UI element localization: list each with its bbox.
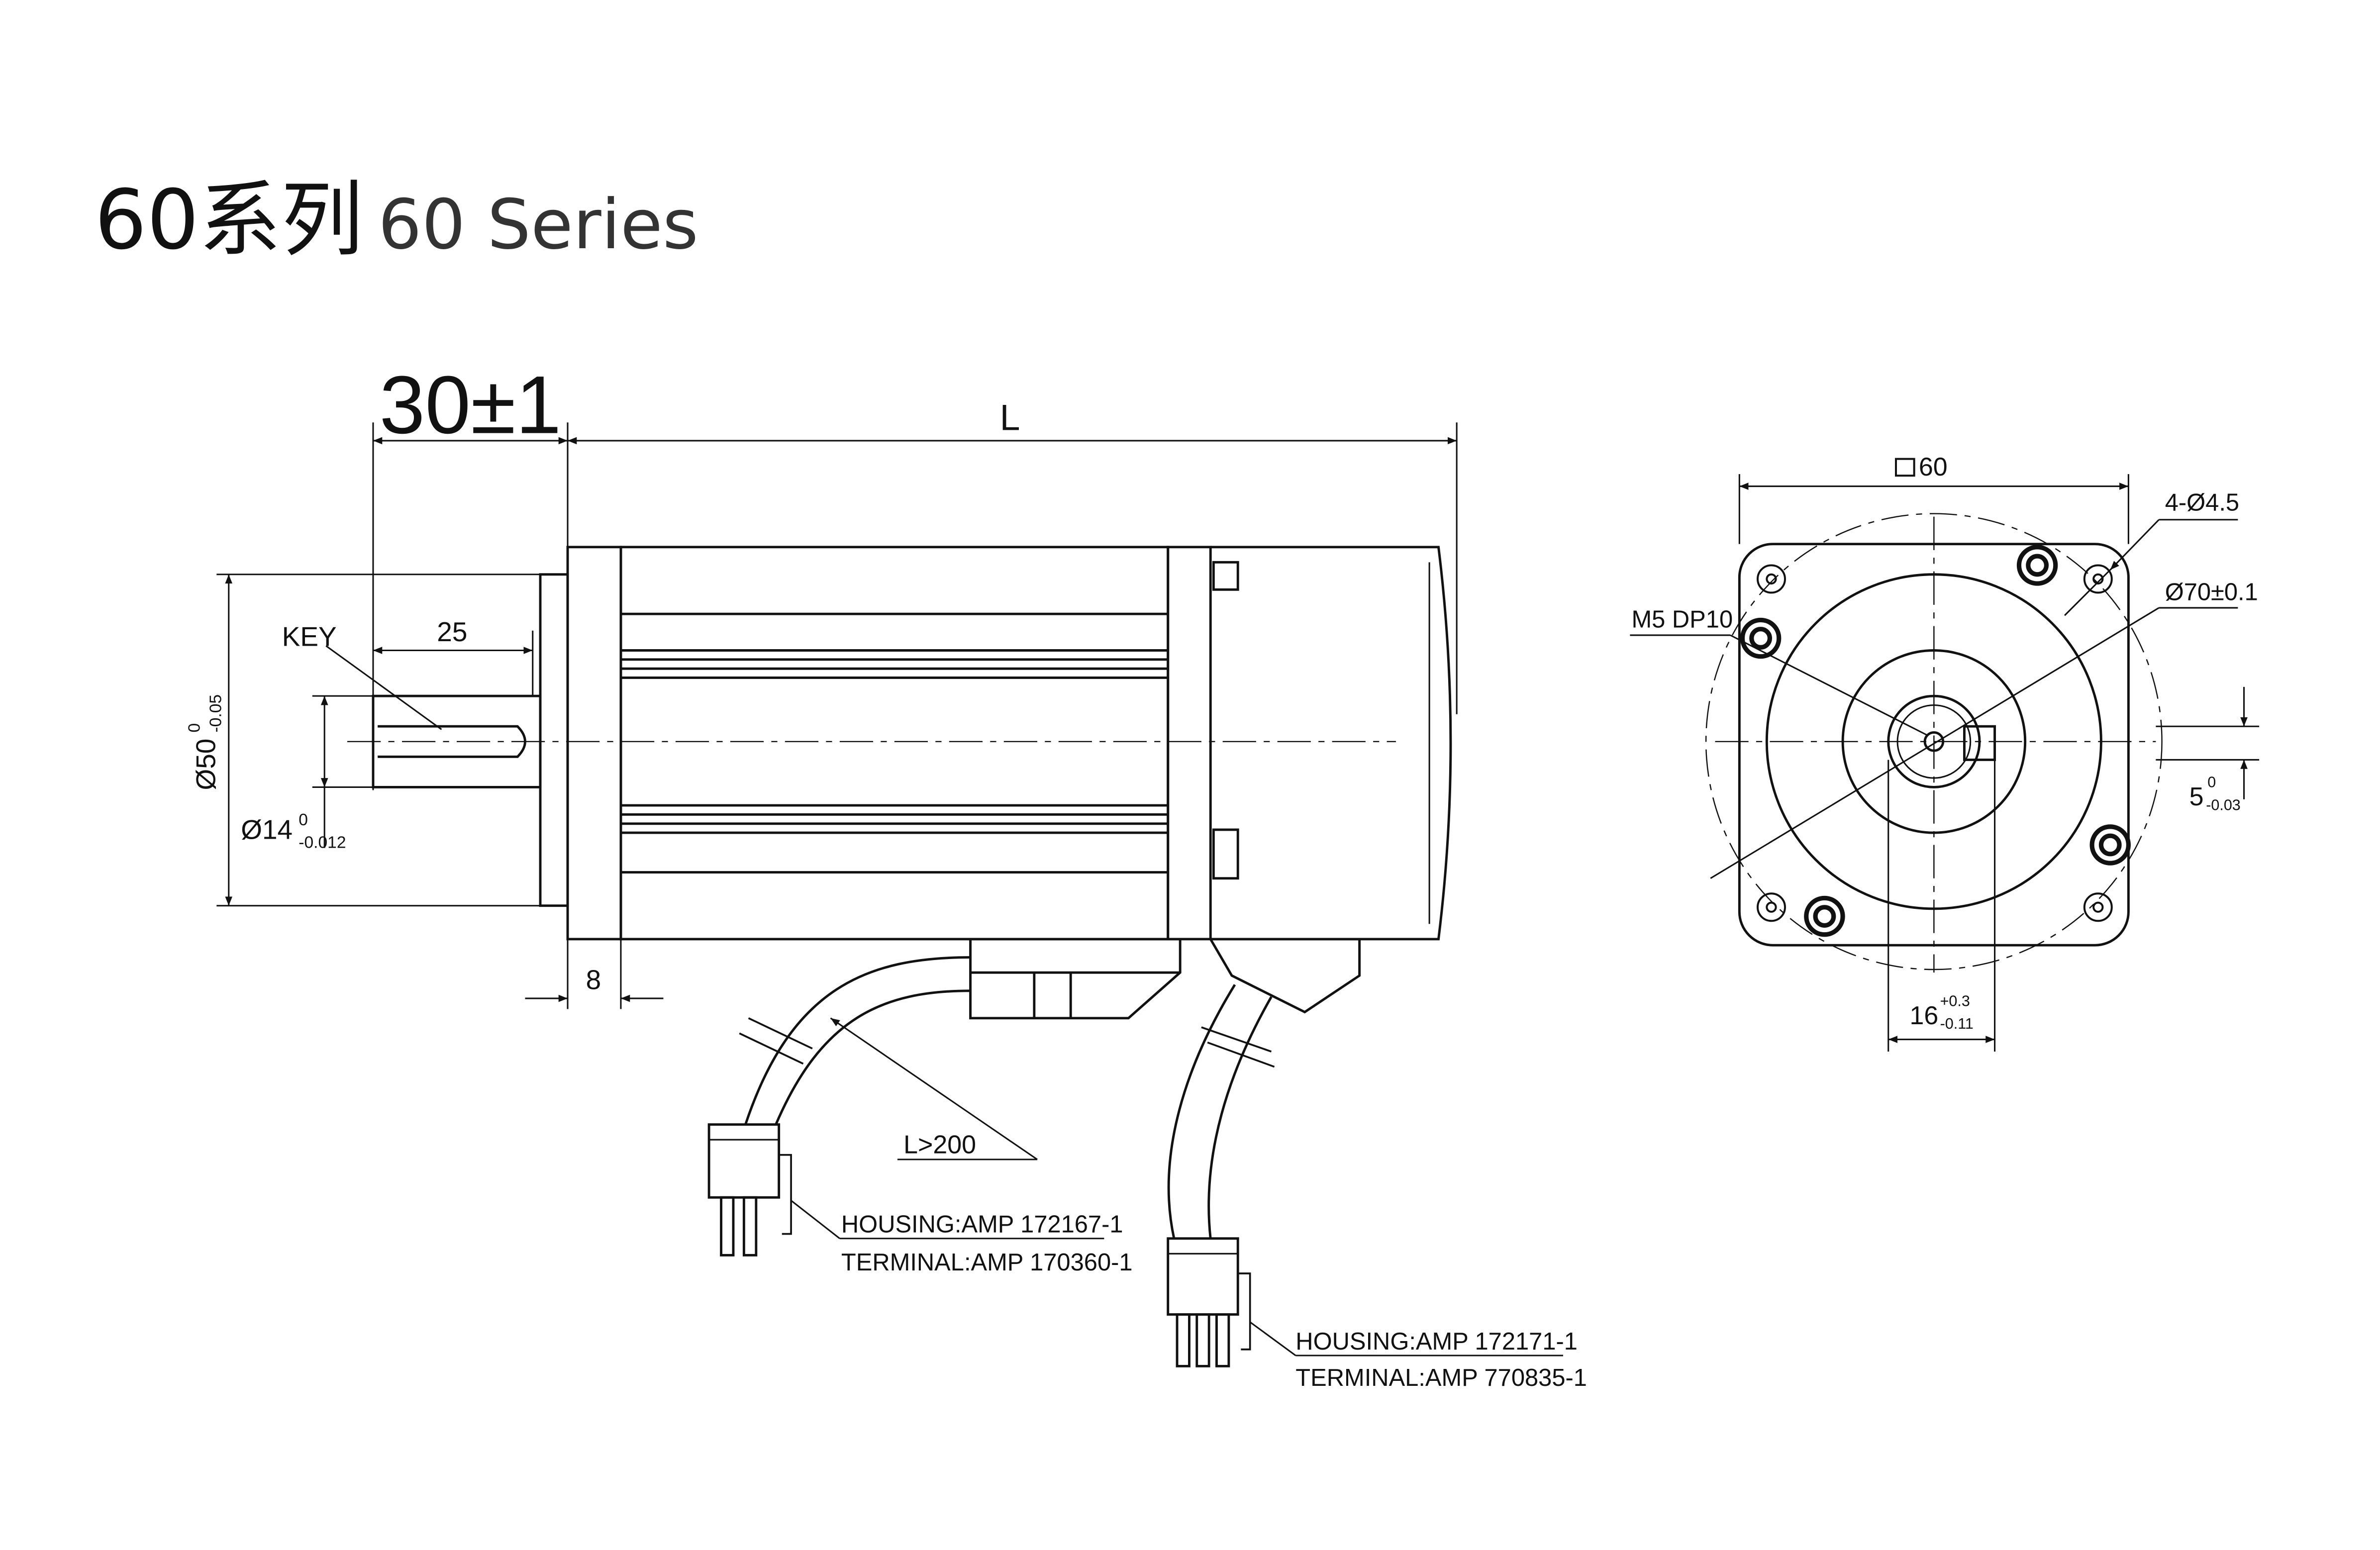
threaded-holes <box>1740 545 2131 937</box>
key-label: KEY <box>282 621 337 652</box>
connector1-terminal: TERMINAL:AMP 170360-1 <box>841 1249 1133 1276</box>
dim-shaft-diameter: Ø14 <box>241 814 293 845</box>
shaft-inner <box>1896 704 1972 779</box>
title-english: 60 Series <box>378 185 698 265</box>
dim-key-length: 25 <box>437 616 467 647</box>
connector-1 <box>707 1123 792 1257</box>
connector2-terminal: TERMINAL:AMP 770835-1 <box>1295 1364 1587 1391</box>
motor-body <box>619 546 1170 941</box>
connector-2 <box>1167 1237 1251 1367</box>
dim-shaft-diameter-lower: -0.012 <box>298 834 346 852</box>
dim-body-length: L <box>1000 397 1020 438</box>
dim-key-width-lower: -0.03 <box>2206 796 2241 813</box>
dimension-lines <box>216 422 1563 1356</box>
dim-flange-diameter-group: Ø50 0 -0.05 <box>186 694 225 790</box>
front-view-labels: 60 4-Ø4.5 Ø70±0.1 M5 DP10 5 0 -0.03 16 +… <box>1631 453 2258 1032</box>
shaft-key <box>1963 725 1996 761</box>
dim-pcd: Ø70±0.1 <box>2165 579 2258 606</box>
dim-flange-diameter-lower: -0.05 <box>207 694 225 733</box>
dim-square: 60 <box>1919 453 1948 482</box>
dim-key-height-upper: +0.3 <box>1940 992 1970 1009</box>
dim-flange-thickness: 8 <box>586 965 601 995</box>
front-view <box>1630 474 2260 1052</box>
dim-shaft-length: 30±1 <box>380 359 562 451</box>
square-flange <box>1738 543 2130 947</box>
connector2-housing: HOUSING:AMP 172171-1 <box>1295 1328 1578 1355</box>
dim-flange-diameter: Ø50 <box>190 739 221 790</box>
cable-2 <box>1167 984 1275 1239</box>
motor-flange <box>539 546 622 941</box>
outer-circle <box>1765 573 2102 910</box>
front-dimension-lines <box>1630 474 2260 1052</box>
dim-thread: M5 DP10 <box>1631 606 1733 633</box>
side-view <box>216 422 1563 1367</box>
pcd-circle <box>1705 513 2163 970</box>
dim-cable-length: L>200 <box>903 1131 976 1160</box>
cable-gland-2 <box>1208 938 1361 1014</box>
dim-key-height-lower: -0.11 <box>1940 1015 1974 1032</box>
dim-shaft-diameter-upper: 0 <box>298 811 308 829</box>
spigot-circle <box>1841 649 2027 834</box>
dim-key-width: 5 <box>2189 782 2204 811</box>
cable-1 <box>739 956 971 1125</box>
shaft-circle <box>1887 694 1981 788</box>
connector1-housing: HOUSING:AMP 172167-1 <box>841 1211 1123 1238</box>
square-symbol <box>1895 458 1915 477</box>
center-hole <box>1923 731 1945 752</box>
rear-cap <box>1167 546 1452 941</box>
title-chinese: 60系列 <box>95 172 363 268</box>
side-view-labels: 30±1 L KEY 25 Ø50 0 -0.05 Ø14 0 -0.012 8… <box>186 359 1587 1391</box>
mounting-holes <box>1757 564 2113 922</box>
cable-gland-1 <box>969 938 1182 1020</box>
dim-holes: 4-Ø4.5 <box>2165 489 2239 516</box>
dim-key-width-upper: 0 <box>2207 774 2216 790</box>
dim-key-height: 16 <box>1909 1001 1938 1030</box>
dim-flange-diameter-upper: 0 <box>186 723 204 733</box>
